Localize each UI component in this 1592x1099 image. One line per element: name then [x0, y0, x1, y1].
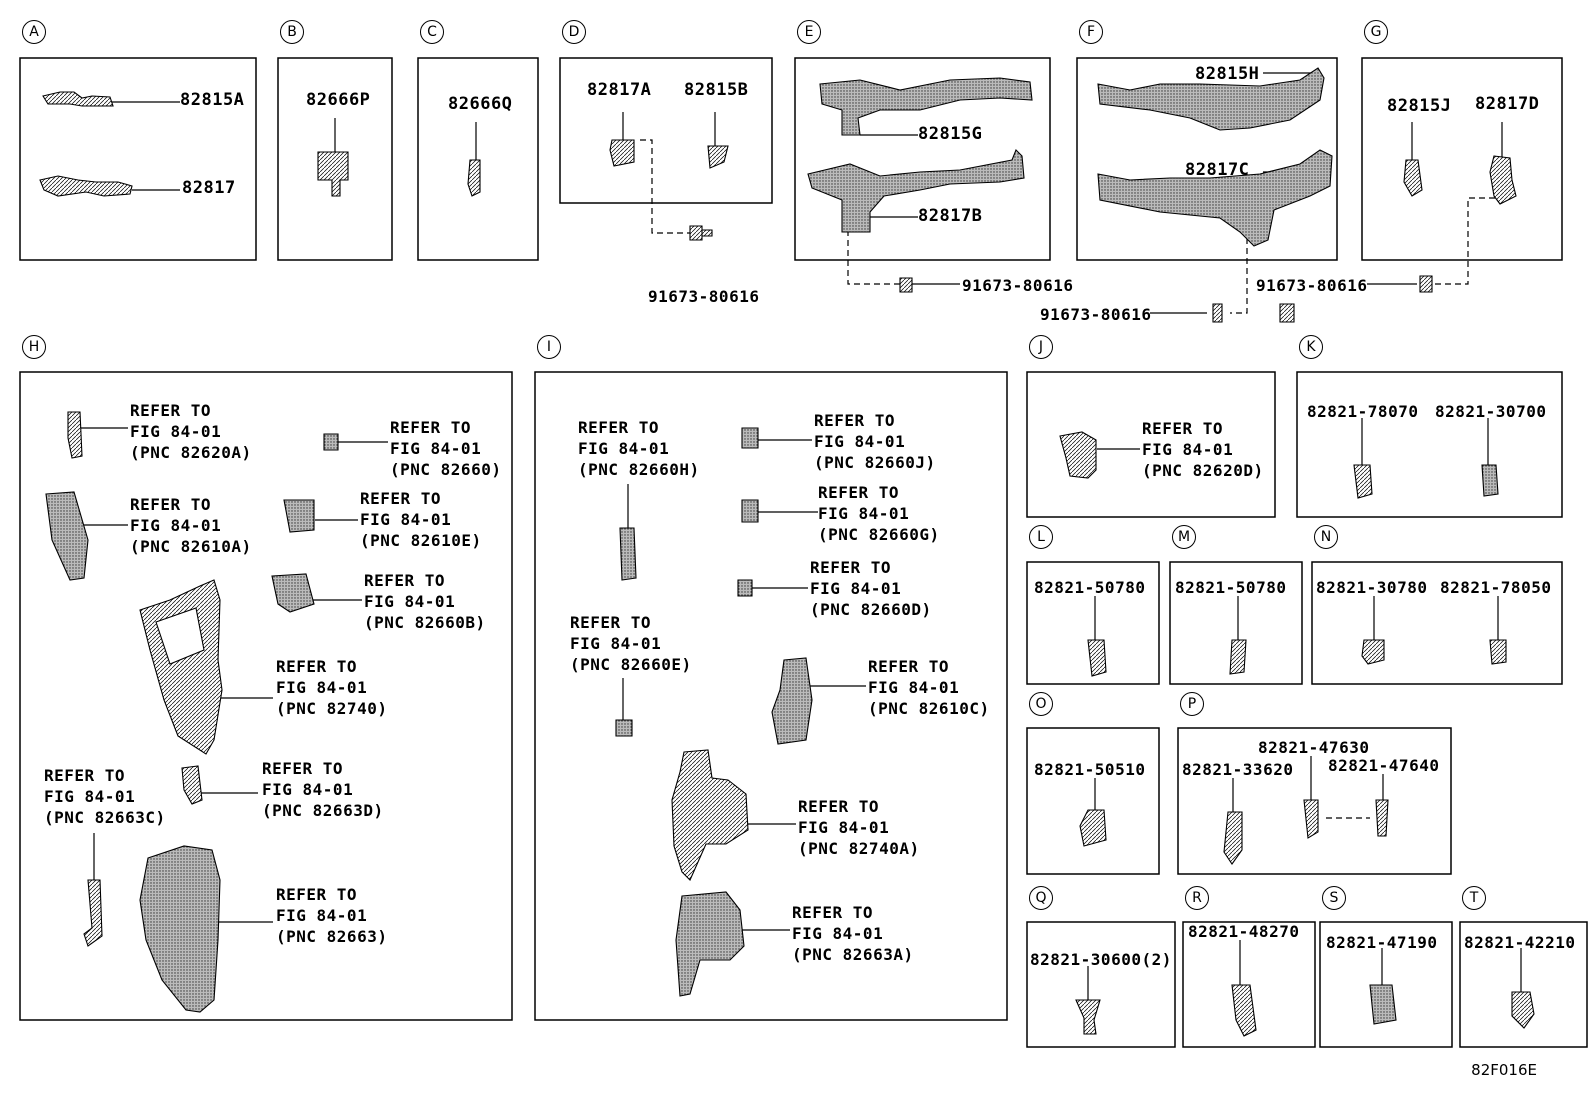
- part-label[interactable]: 82821-50510: [1034, 760, 1146, 779]
- part-label[interactable]: 82821-42210: [1464, 933, 1576, 952]
- section-p-marker: P: [1180, 692, 1204, 716]
- section-i-marker: I: [537, 335, 561, 359]
- part-label[interactable]: 82817A: [587, 80, 652, 100]
- part-label[interactable]: 82821-30780: [1316, 578, 1428, 597]
- part-label[interactable]: 82666Q: [448, 94, 513, 114]
- section-h-marker: H: [22, 335, 46, 359]
- section-e-marker: E: [797, 20, 821, 44]
- part-label[interactable]: 82817C: [1185, 160, 1250, 180]
- section-t-marker: T: [1462, 886, 1486, 910]
- part-label[interactable]: 82815A: [180, 90, 245, 110]
- part-label[interactable]: 82821-47630: [1258, 738, 1370, 757]
- part-label[interactable]: 82817B: [918, 206, 983, 226]
- section-r-marker: R: [1185, 886, 1209, 910]
- figure-code: 82F016E: [1471, 1061, 1537, 1079]
- section-j-marker: J: [1029, 335, 1053, 359]
- section-c-marker: C: [420, 20, 444, 44]
- part-label[interactable]: 82666P: [306, 90, 371, 110]
- part-label[interactable]: 82817D: [1475, 94, 1540, 114]
- bolt-label[interactable]: 91673-80616: [1256, 276, 1368, 295]
- section-l-marker: L: [1029, 525, 1053, 549]
- part-label[interactable]: 82821-30700: [1435, 402, 1547, 421]
- section-a-marker: A: [22, 20, 46, 44]
- part-label[interactable]: 82821-48270: [1188, 922, 1300, 941]
- section-f-marker: F: [1079, 20, 1103, 44]
- part-label[interactable]: 82821-47640: [1328, 756, 1440, 775]
- part-label[interactable]: 82815H: [1195, 64, 1260, 84]
- part-label[interactable]: 82815J: [1387, 96, 1452, 116]
- part-label[interactable]: 82821-78070: [1307, 402, 1419, 421]
- part-label[interactable]: 82821-78050: [1440, 578, 1552, 597]
- section-q-marker: Q: [1029, 886, 1053, 910]
- section-k-marker: K: [1299, 335, 1323, 359]
- section-g-marker: G: [1364, 20, 1388, 44]
- section-d-marker: D: [562, 20, 586, 44]
- part-label[interactable]: 82817: [182, 178, 236, 198]
- section-o-marker: O: [1029, 692, 1053, 716]
- bolt-label[interactable]: 91673-80616: [648, 287, 760, 306]
- section-s-marker: S: [1322, 886, 1346, 910]
- part-label[interactable]: 82821-30600(2): [1030, 950, 1172, 969]
- part-label[interactable]: 82821-50780: [1034, 578, 1146, 597]
- bolt-label[interactable]: 91673-80616: [962, 276, 1074, 295]
- section-b-marker: B: [280, 20, 304, 44]
- part-label[interactable]: 82821-33620: [1182, 760, 1294, 779]
- part-label[interactable]: 82821-50780: [1175, 578, 1287, 597]
- part-label[interactable]: 82815G: [918, 124, 983, 144]
- section-n-marker: N: [1314, 525, 1338, 549]
- section-m-marker: M: [1172, 525, 1196, 549]
- bolt-label[interactable]: 91673-80616: [1040, 305, 1152, 324]
- part-label[interactable]: 82815B: [684, 80, 749, 100]
- part-label[interactable]: 82821-47190: [1326, 933, 1438, 952]
